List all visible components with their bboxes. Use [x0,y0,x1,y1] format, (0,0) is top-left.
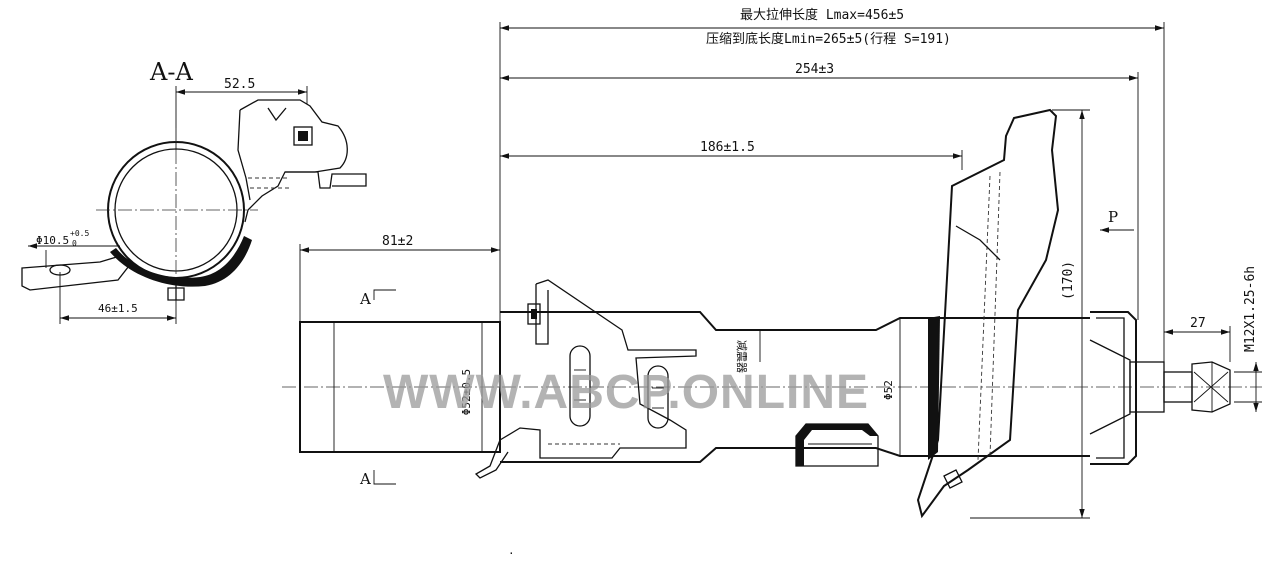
outer-tube [299,321,501,453]
clamp-band [110,236,252,287]
dim-27: 27 [1190,316,1206,331]
section-view-a-a: A-A 52.5 Φ10.5 +0.5 0 46±1.5 [21,58,367,324]
top-mount [1090,311,1137,465]
section-title: A-A [149,58,193,86]
slot-left [569,345,591,427]
dim-hole-tol-upper: +0.5 [70,229,89,238]
dim-52-5: 52.5 [224,77,255,92]
dim-lmin: 压缩到底长度Lmin=265±5(行程 S=191) [706,31,951,47]
spring-seat [916,108,1060,519]
dim-81: 81±2 [382,234,413,249]
dia-left: Φ52±0.5 [460,369,473,415]
dia-right: Φ52 [882,380,895,400]
dim-46: 46±1.5 [98,302,138,315]
body-top-edge [500,311,1090,331]
dim-hole-diameter: Φ10.5 [36,234,69,247]
knuckle-bracket [499,279,697,459]
watermark: WWW.ABCP.ONLINE [383,366,869,419]
view-p-label: P [1108,208,1118,226]
main-view: 最大拉伸长度 Lmax=456±5 压缩到底长度Lmin=265±5(行程 S=… [282,7,1262,557]
stray-dot: . [508,544,515,557]
bracket-outline [239,99,348,223]
body-bottom-edge [500,447,1090,463]
dim-hole-tol-lower: 0 [72,239,77,248]
bracket-nut [293,126,313,146]
dim-254: 254±3 [795,62,834,77]
thread-spec: M12X1.25-6h [1243,266,1258,352]
tube-label: 减震器 [735,340,748,373]
section-mark-bottom: A [359,470,371,488]
section-mark-top: A [359,290,371,308]
dim-186: 186±1.5 [700,140,755,155]
dim-170: (170) [1061,261,1076,300]
seat-gasket [928,316,940,460]
slot-right [647,365,669,429]
mounting-lug [21,255,133,291]
dim-lmax: 最大拉伸长度 Lmax=456±5 [740,7,904,23]
